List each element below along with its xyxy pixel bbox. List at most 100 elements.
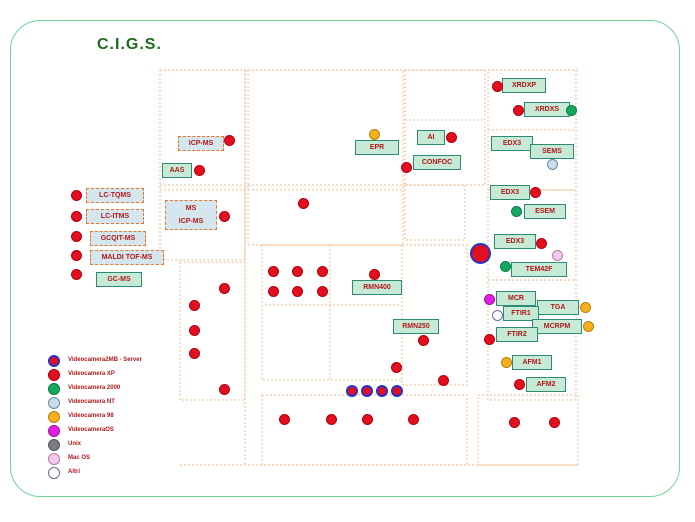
legend-label: Mac OS <box>68 455 91 461</box>
instrument-mcrpm[interactable]: MCRPM <box>532 319 582 334</box>
floor-plan-walls <box>159 69 580 466</box>
camera-xp-marker[interactable] <box>219 211 230 222</box>
camera-server-marker[interactable] <box>361 385 373 397</box>
legend-swatch-os <box>48 425 60 437</box>
camera-xp-marker[interactable] <box>189 325 200 336</box>
camera-xp-marker[interactable] <box>513 105 524 116</box>
instrument-ftir2[interactable]: FTIR2 <box>496 327 538 342</box>
camera-server-marker[interactable] <box>391 385 403 397</box>
camera-xp-marker[interactable] <box>484 334 495 345</box>
instrument-lc-itms[interactable]: LC-ITMS <box>86 209 144 224</box>
camera-xp-marker[interactable] <box>317 266 328 277</box>
legend-label: Videocamera 98 <box>68 413 114 419</box>
camera-xp-marker[interactable] <box>268 266 279 277</box>
instrument-xrd-xs[interactable]: XRDXS <box>524 102 570 117</box>
instrument-edx-2[interactable]: EDX3 <box>490 185 530 200</box>
camera-xp-marker[interactable] <box>326 414 337 425</box>
camera-xp-marker[interactable] <box>189 300 200 311</box>
camera-98-marker[interactable] <box>501 357 512 368</box>
instrument-maldi-tof-ms[interactable]: MALDI TOF-MS <box>90 250 164 265</box>
instrument-xrd-xp[interactable]: XRDXP <box>502 78 546 93</box>
camera-xp-marker[interactable] <box>549 417 560 428</box>
camera-2000-marker[interactable] <box>511 206 522 217</box>
instrument-icp-ms-2-label: ICP-MS <box>178 218 204 225</box>
camera-xp-marker[interactable] <box>219 384 230 395</box>
instrument-icp-ms[interactable]: ICP-MS <box>178 136 224 151</box>
instrument-edx-3[interactable]: EDX3 <box>494 234 536 249</box>
camera-nt-marker[interactable] <box>547 159 558 170</box>
instrument-sem[interactable]: SEMS <box>530 144 574 159</box>
instrument-esem[interactable]: ESEM <box>524 204 566 219</box>
camera-xp-marker[interactable] <box>401 162 412 173</box>
camera-xp-marker[interactable] <box>369 269 380 280</box>
instrument-epr[interactable]: EPR <box>355 140 399 155</box>
camera-xp-marker[interactable] <box>224 135 235 146</box>
instrument-gc-ms[interactable]: GC-MS <box>96 272 142 287</box>
page-title: C.I.G.S. <box>97 36 162 53</box>
camera-server-marker[interactable] <box>346 385 358 397</box>
camera-2000-marker[interactable] <box>500 261 511 272</box>
instrument-lc-tqms[interactable]: LC-TQMS <box>86 188 144 203</box>
camera-xp-marker[interactable] <box>292 266 303 277</box>
camera-xp-marker[interactable] <box>71 190 82 201</box>
instrument-ftir1[interactable]: FTIR1 <box>503 306 539 321</box>
camera-xp-marker[interactable] <box>492 81 503 92</box>
rounded-frame <box>10 20 680 497</box>
instrument-aas[interactable]: AAS <box>162 163 192 178</box>
camera-os-marker[interactable] <box>484 294 495 305</box>
camera-xp-marker[interactable] <box>317 286 328 297</box>
camera-xp-marker[interactable] <box>219 283 230 294</box>
camera-xp-marker[interactable] <box>514 379 525 390</box>
camera-xp-marker[interactable] <box>71 269 82 280</box>
camera-98-marker[interactable] <box>580 302 591 313</box>
camera-xp-marker[interactable] <box>509 417 520 428</box>
camera-xp-marker[interactable] <box>362 414 373 425</box>
instrument-tga[interactable]: TGA <box>537 300 579 315</box>
camera-xp-marker[interactable] <box>418 335 429 346</box>
camera-xp-marker[interactable] <box>268 286 279 297</box>
camera-server-marker[interactable] <box>376 385 388 397</box>
legend-label: Videocamera2MB - Server <box>68 357 142 363</box>
legend-label: VideocameraOS <box>68 427 114 433</box>
camera-xp-marker[interactable] <box>391 362 402 373</box>
camera-xp-marker[interactable] <box>530 187 541 198</box>
camera-2000-marker[interactable] <box>566 105 577 116</box>
camera-xp-marker[interactable] <box>446 132 457 143</box>
instrument-rmn-400[interactable]: RMN400 <box>352 280 402 295</box>
legend-swatch-2000 <box>48 383 60 395</box>
camera-mac-marker[interactable] <box>552 250 563 261</box>
camera-xp-marker[interactable] <box>71 211 82 222</box>
legend-label: Unix <box>68 441 82 447</box>
instrument-confoc[interactable]: CONFOC <box>413 155 461 170</box>
instrument-ai[interactable]: AI <box>417 130 445 145</box>
camera-98-marker[interactable] <box>369 129 380 140</box>
camera-xp-marker[interactable] <box>279 414 290 425</box>
camera-xp-marker[interactable] <box>298 198 309 209</box>
legend-swatch-xp <box>48 369 60 381</box>
legend-label: Videocamera 2000 <box>68 385 121 391</box>
instrument-rmn-250[interactable]: RMN250 <box>393 319 439 334</box>
instrument-edx-1[interactable]: EDX3 <box>491 136 533 151</box>
instrument-ms-icp-ms[interactable]: MS ICP-MS <box>165 200 217 230</box>
instrument-mc[interactable]: MCR <box>496 291 536 306</box>
camera-xp-marker[interactable] <box>194 165 205 176</box>
camera-server-marker[interactable] <box>470 243 491 264</box>
camera-xp-marker[interactable] <box>189 348 200 359</box>
camera-xp-marker[interactable] <box>408 414 419 425</box>
camera-xp-marker[interactable] <box>438 375 449 386</box>
instrument-afm2[interactable]: AFM2 <box>526 377 566 392</box>
camera-98-marker[interactable] <box>583 321 594 332</box>
legend-label: Videocamera XP <box>68 371 115 377</box>
instrument-gcqit-ms[interactable]: GCQIT-MS <box>90 231 146 246</box>
camera-xp-marker[interactable] <box>71 231 82 242</box>
camera-xp-marker[interactable] <box>536 238 547 249</box>
legend-swatch-other <box>48 467 60 479</box>
legend-swatch-mac <box>48 453 60 465</box>
camera-xp-marker[interactable] <box>292 286 303 297</box>
instrument-tem[interactable]: TEM42F <box>511 262 567 277</box>
instrument-afm1[interactable]: AFM1 <box>512 355 552 370</box>
camera-other-marker[interactable] <box>492 310 503 321</box>
camera-xp-marker[interactable] <box>71 250 82 261</box>
